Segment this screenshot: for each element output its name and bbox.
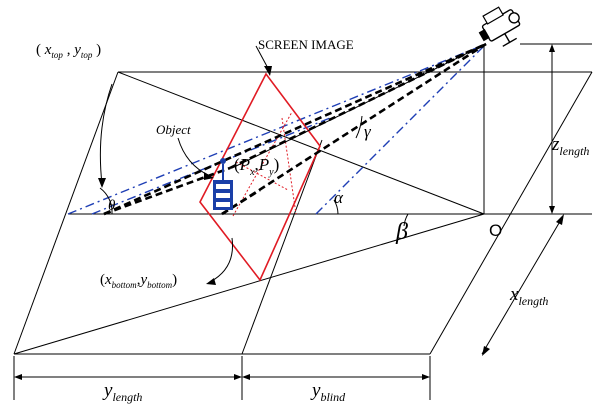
- x-length-label: xlength: [509, 284, 548, 308]
- screen-image-plane: [199, 72, 321, 282]
- y-dimensions: [13, 356, 431, 400]
- screen-image-label: SCREEN IMAGE: [258, 37, 354, 52]
- object-label: Object: [156, 122, 191, 137]
- z-length-dimension: [520, 43, 592, 215]
- ground-plane: [13, 44, 593, 355]
- view-boundary-lines: [67, 43, 487, 215]
- y-blind-label: yblind: [310, 380, 346, 404]
- angle-arcs: [99, 115, 409, 227]
- top-point-label: ( xtop , ytop ): [36, 42, 101, 60]
- alpha-label: α: [334, 188, 344, 207]
- object-icon: [213, 158, 233, 210]
- y-length-label: ylength: [102, 380, 142, 404]
- x-length-dimension: [481, 214, 564, 356]
- camera-icon: [478, 6, 521, 47]
- origin-label: O: [489, 221, 502, 240]
- leader-lines: [98, 45, 272, 285]
- theta-label: θ: [108, 198, 116, 214]
- beta-label: β: [395, 219, 408, 245]
- bottom-point-label: (xbottom,ybottom): [100, 272, 177, 290]
- p-point-label: (Px,Py): [234, 155, 279, 178]
- optical-axis: [231, 43, 487, 169]
- gamma-label: γ: [364, 122, 372, 141]
- z-length-label: zlength: [551, 134, 589, 158]
